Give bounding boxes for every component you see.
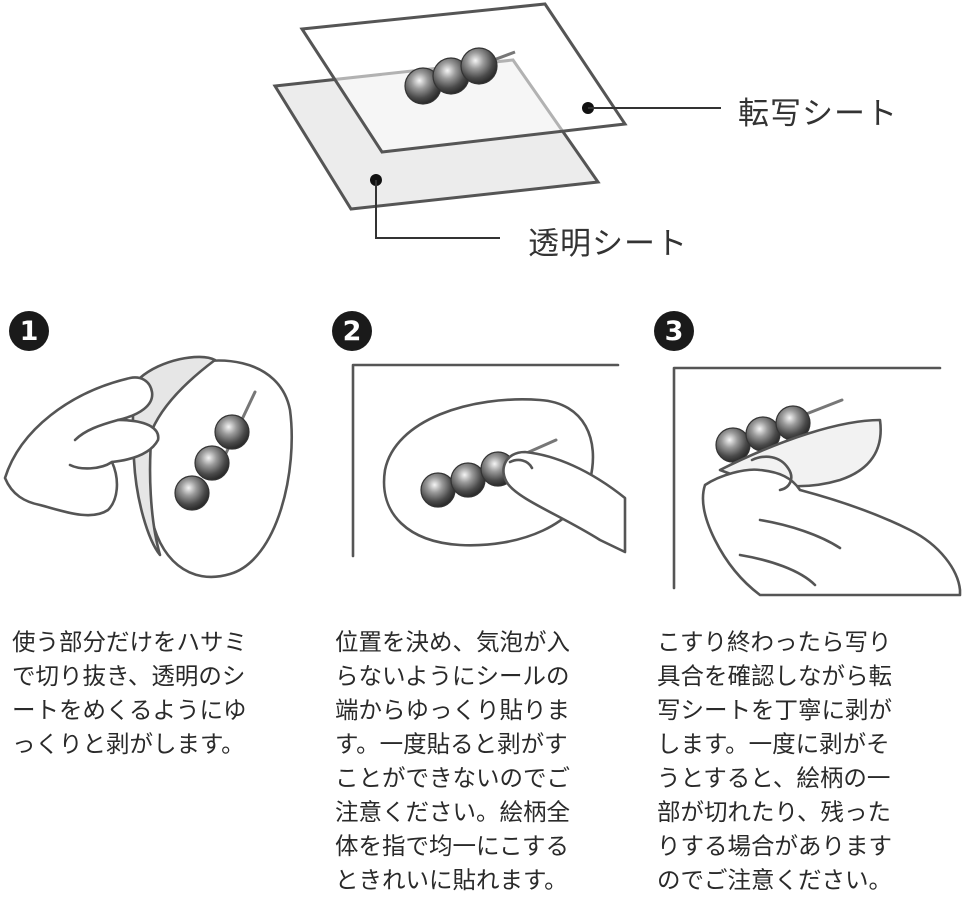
step-3-text: こすり終わったら写り 具合を確認しながら転 写シートを丁寧に剥が します。一度に… bbox=[657, 628, 892, 894]
transfer-sheet-label: 転写シート bbox=[738, 96, 898, 132]
step-1-badge: 1 bbox=[9, 311, 49, 351]
step2-illustration bbox=[351, 363, 627, 558]
step-2-badge: 2 bbox=[332, 311, 372, 351]
step3-illustration bbox=[672, 366, 962, 597]
step-1-text: 使う部分だけをハサミ で切り抜き、透明のシ ートをめくるようにゆ っくりと剥がし… bbox=[12, 628, 247, 758]
step-3-badge: 3 bbox=[654, 311, 694, 351]
step1-illustration bbox=[3, 355, 294, 579]
step-2-text: 位置を決め、気泡が入 らないようにシールの 端からゆっくり貼りま す。一度貼ると… bbox=[335, 628, 570, 894]
clear-sheet-label: 透明シート bbox=[528, 226, 688, 262]
